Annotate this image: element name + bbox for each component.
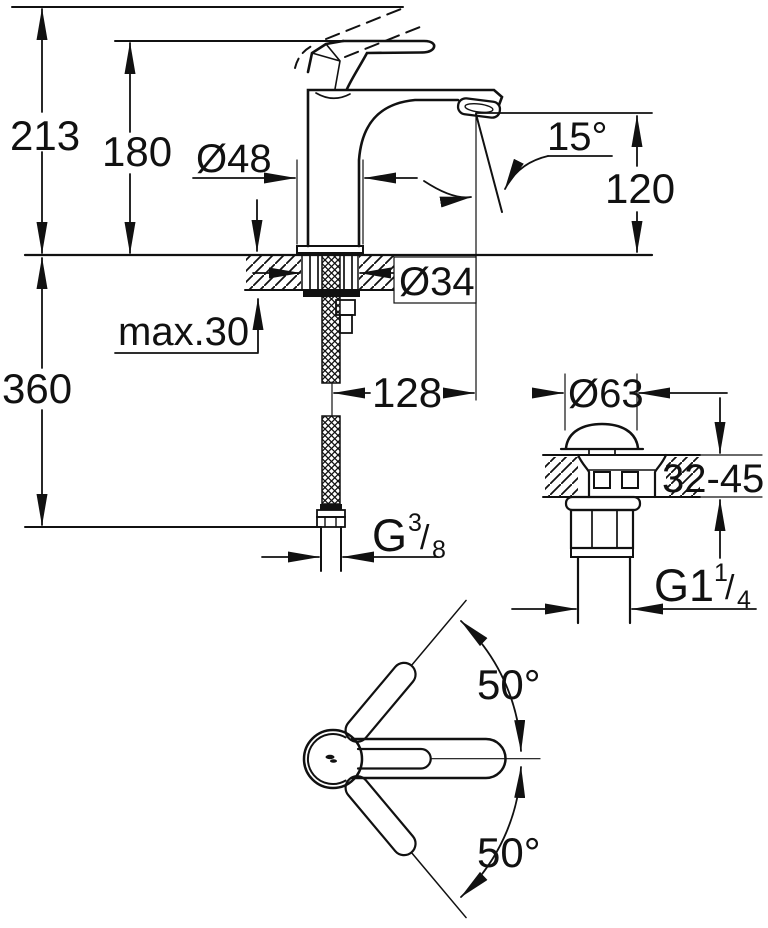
threaded-shank bbox=[309, 252, 353, 291]
basin-hatch-left bbox=[545, 457, 578, 496]
dim-deck-range-label: 32-45 bbox=[662, 457, 764, 501]
spray-angled-line bbox=[475, 113, 503, 213]
aerator bbox=[456, 97, 502, 119]
dim-50down-arc bbox=[460, 766, 526, 898]
dim-deck-max-label: max.30 bbox=[118, 310, 249, 354]
pivot-body-inner-ring bbox=[306, 733, 347, 785]
dim-48-ext bbox=[296, 159, 364, 245]
dim-cap-diameter-label: Ø63 bbox=[568, 372, 644, 416]
braided-hose-upper bbox=[321, 252, 341, 384]
drain-port-left bbox=[593, 471, 611, 489]
basin-hatch-right bbox=[666, 457, 700, 496]
faucet-joint-curve bbox=[315, 92, 351, 100]
dim-15-leader bbox=[504, 155, 549, 190]
top-view bbox=[302, 599, 541, 919]
drain-pipe bbox=[576, 555, 632, 625]
dim-spout-height-label: 120 bbox=[605, 165, 675, 212]
drain-funnel bbox=[576, 453, 668, 499]
drain-nut-facets bbox=[591, 509, 618, 549]
drain-collar bbox=[570, 547, 634, 558]
faucet-body-outline bbox=[306, 88, 504, 248]
base-plate bbox=[296, 245, 364, 254]
dim-overall-height-label: 213 bbox=[10, 112, 80, 159]
hose-end-collar bbox=[316, 509, 346, 518]
dim-hole-diameter-label: Ø34 bbox=[399, 260, 475, 304]
brand-logo-mark bbox=[325, 754, 337, 763]
hose-end-pipe bbox=[320, 526, 342, 572]
dim-15-flow-arc bbox=[423, 180, 472, 208]
pivot-body-outer bbox=[302, 728, 364, 790]
faucet-spout-underside bbox=[357, 98, 460, 248]
lever-base-facets bbox=[311, 43, 341, 90]
dim-34-box bbox=[393, 256, 477, 304]
dim-swivel-up-label: 50° bbox=[477, 661, 541, 708]
lever-base bbox=[306, 39, 345, 74]
dim-body-diameter-label: Ø48 bbox=[196, 137, 272, 181]
dim-50up-arc bbox=[460, 620, 526, 752]
hose-end-band bbox=[320, 504, 342, 510]
mounting-stud-lower bbox=[339, 314, 353, 334]
hose-end-nut bbox=[316, 516, 346, 528]
drain-cap-dome bbox=[564, 422, 640, 450]
side-view bbox=[11, 6, 654, 572]
dim-63-ext bbox=[564, 373, 638, 431]
handle-swiveled-down bbox=[344, 775, 467, 919]
handle-top-slot bbox=[356, 747, 432, 770]
lever-raised-dashed-arc bbox=[294, 43, 317, 69]
drain-port-right bbox=[621, 471, 639, 489]
dim-spout-reach-label: 128 bbox=[372, 369, 442, 416]
dim-handle-height-label: 180 bbox=[102, 128, 172, 175]
drain-valve-detail bbox=[511, 373, 763, 625]
dim-supply-thread-label: G 3 / 8 bbox=[372, 509, 446, 564]
dim-aerator-angle-label: 15° bbox=[547, 115, 608, 159]
dim-waste-thread-label: G1 1 / 4 bbox=[654, 559, 751, 614]
lever-blade bbox=[341, 39, 436, 91]
basin-deck-ext bbox=[699, 454, 763, 498]
drain-washer bbox=[564, 495, 642, 512]
dim-hose-length-label: 360 bbox=[2, 365, 72, 412]
braided-hose-lower bbox=[321, 415, 341, 505]
handle-swiveled-up bbox=[344, 599, 467, 743]
dim-swivel-down-label: 50° bbox=[477, 829, 541, 876]
mounting-hole-edges bbox=[301, 254, 359, 291]
lever-raised-dashed bbox=[325, 8, 426, 58]
drain-nut bbox=[569, 508, 635, 550]
